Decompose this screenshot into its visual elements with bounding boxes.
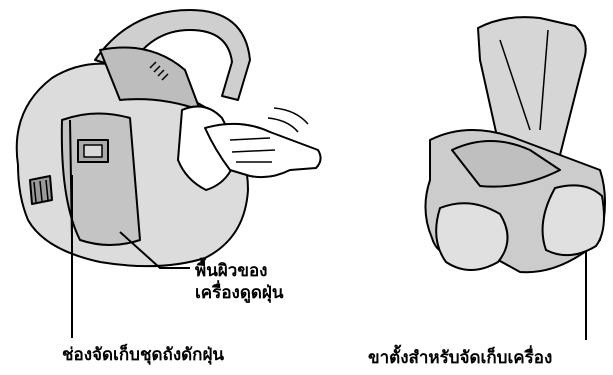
- storage-stand: [424, 16, 606, 274]
- stand-cradle: [451, 140, 561, 188]
- label-vacuum-surface: พื้นผิวของ เครื่องดูดฝุ่น: [195, 260, 284, 304]
- label-dustbin-compartment: ช่องจัดเก็บชุดถังดักฝุ่น: [62, 345, 225, 365]
- vent-grill-icon: [149, 61, 169, 81]
- leader-line-surface: [119, 231, 190, 269]
- vacuum-front-section: [60, 112, 141, 246]
- stand-front-lobe: [435, 202, 509, 271]
- label-vacuum-surface-line1: พื้นผิวของ: [195, 261, 268, 281]
- handheld-vacuum: [15, 9, 322, 268]
- motion-lines: [267, 107, 309, 133]
- stand-column: [477, 16, 587, 156]
- vacuum-handle: [94, 9, 251, 101]
- stand-right-lobe: [541, 184, 605, 257]
- label-storage-stand: ขาตั้งสำหรับจัดเก็บเครื่อง: [368, 348, 553, 368]
- label-vacuum-surface-line2: เครื่องดูดฝุ่น: [195, 283, 284, 303]
- hand-with-cloth: [177, 105, 322, 191]
